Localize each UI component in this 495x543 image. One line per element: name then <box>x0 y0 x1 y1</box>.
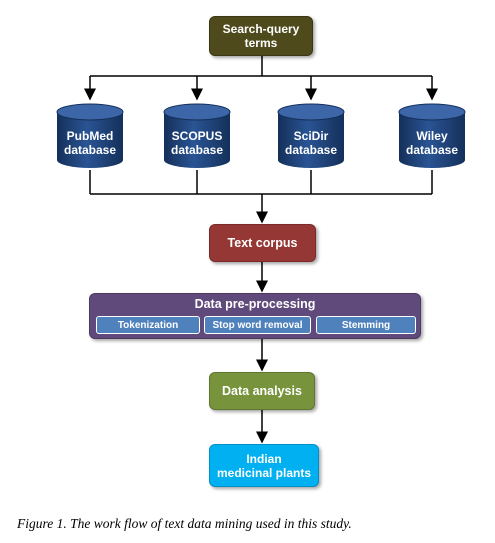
search-query-label-line1: Search-query <box>222 22 300 36</box>
wiley-label: Wiley database <box>397 129 467 157</box>
wiley-label-line1: Wiley <box>416 129 448 143</box>
stemming-label: Stemming <box>341 319 391 331</box>
scopus-label-line2: database <box>170 143 224 157</box>
pubmed-label: PubMed database <box>55 129 125 157</box>
tokenization-step: Tokenization <box>96 316 200 334</box>
wiley-label-line2: database <box>405 143 459 157</box>
scidir-label-line1: SciDir <box>293 129 329 143</box>
text-corpus-box: Text corpus <box>209 224 316 262</box>
stop-word-removal-label: Stop word removal <box>212 319 303 331</box>
data-analysis-box: Data analysis <box>209 372 315 410</box>
data-preprocessing-title: Data pre-processing <box>194 297 316 311</box>
database-cylinder-scopus <box>163 103 231 168</box>
figure-caption-text: The work flow of text data mining used i… <box>66 516 352 531</box>
text-corpus-label: Text corpus <box>227 236 298 250</box>
stop-word-removal-step: Stop word removal <box>204 316 311 334</box>
figure-caption: Figure 1. The work flow of text data min… <box>17 516 487 532</box>
search-query-label-line2: terms <box>244 36 278 50</box>
pubmed-label-line2: database <box>63 143 117 157</box>
indian-medicinal-plants-line2: medicinal plants <box>216 465 312 480</box>
database-cylinder-pubmed <box>56 103 124 168</box>
pubmed-label-line1: PubMed <box>66 129 114 143</box>
scopus-label-line1: SCOPUS <box>171 129 223 143</box>
data-analysis-label: Data analysis <box>222 384 302 398</box>
search-query-box: Search-query terms <box>209 16 313 56</box>
scidir-label-line2: database <box>284 143 338 157</box>
scidir-label: SciDir database <box>276 129 346 157</box>
tokenization-label: Tokenization <box>117 319 179 331</box>
database-cylinder-wiley <box>398 103 466 168</box>
indian-medicinal-plants-box: Indian medicinal plants <box>209 444 319 487</box>
stemming-step: Stemming <box>316 316 416 334</box>
database-cylinder-scidir <box>277 103 345 168</box>
scopus-label: SCOPUS database <box>162 129 232 157</box>
indian-medicinal-plants-line1: Indian <box>246 451 282 466</box>
figure-caption-label: Figure 1. <box>17 516 67 531</box>
